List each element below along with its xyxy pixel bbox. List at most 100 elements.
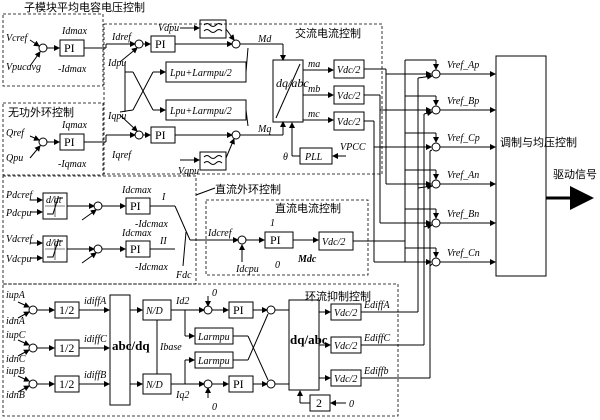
sig-zero-2: 0: [349, 399, 354, 410]
sig-qref: Qref: [6, 128, 25, 139]
pi-label-idc: PI: [270, 233, 281, 247]
sum-node-iq2: [203, 379, 213, 389]
sig-vdcpu: Vdcpu: [6, 254, 32, 265]
sig-pdcref: Pdcref: [5, 190, 34, 201]
sig-mb: mb: [308, 84, 320, 95]
sig-neg-iqmax: -Iqmax: [58, 159, 87, 170]
sig-one: 1: [270, 218, 275, 229]
pi-label-iq: PI: [155, 128, 166, 142]
sig-vref-ap: Vref_Ap: [447, 60, 479, 71]
ddt-label-v: d/dt: [46, 238, 62, 249]
larm-label-1: Larmpu: [197, 332, 230, 343]
vdc-half-label-a: Vdc/2: [337, 65, 360, 76]
sig-idiffa: idiffA: [84, 296, 107, 307]
pi-label-iq2: PI: [233, 377, 244, 391]
frame-ac-current: [103, 23, 383, 175]
sig-idnb: idnB: [6, 390, 25, 401]
vdc-half-label-b: Vdc/2: [337, 91, 360, 102]
sig-idcref: Idcref: [207, 228, 233, 239]
sig-fdc: Fdc: [175, 270, 192, 281]
half-label-a: 1/2: [59, 303, 74, 317]
sig-iq2: Iq2: [175, 390, 189, 401]
sig-mc: mc: [308, 109, 320, 120]
sig-pdcpu: Pdcpu: [5, 208, 32, 219]
sum-node-q: [38, 137, 48, 147]
sum-node-p: [93, 201, 103, 211]
sig-vpcc: VPCC: [340, 142, 366, 153]
frame-circ: [2, 283, 399, 417]
sig-ma: ma: [308, 59, 320, 70]
sig-iupc: iupC: [6, 330, 26, 341]
sig-vref-bn: Vref_Bn: [447, 209, 479, 220]
sig-neg-idcmax-2: -Idcmax: [135, 262, 168, 273]
title-dc-outer: 直流外环控制: [215, 182, 281, 196]
sig-vcavg: Vpucavg: [6, 62, 41, 73]
two-label: 2: [316, 396, 322, 410]
ddt-label-p: d/dt: [46, 195, 62, 206]
sum-node-ed: [266, 305, 276, 315]
sig-md: Md: [257, 34, 272, 45]
sig-idref: Idref: [111, 32, 132, 43]
sig-vref-an: Vref_An: [447, 170, 479, 181]
larm-label-2: Larmpu: [197, 356, 230, 367]
drive-label: 驱动信号: [553, 168, 597, 181]
pi-label-q: PI: [64, 135, 75, 149]
sig-idmax: Idmax: [61, 26, 88, 37]
sig-iqmax: Iqmax: [61, 120, 88, 131]
abc-dq-block: [109, 294, 131, 406]
dq-abc-label: dq/abc: [276, 76, 309, 90]
sig-mq: Mq: [257, 124, 271, 135]
l-sum-label-q: Lpu+Larmpu/2: [169, 106, 232, 117]
sig-ibase: Ibase: [159, 342, 182, 353]
vdc-half-label-eb: Vdc/2: [334, 374, 357, 385]
sig-idiffb: idiffB: [84, 370, 106, 381]
filter-block-q: [199, 151, 227, 171]
sig-ediffc: EdiffC: [363, 333, 390, 344]
sig-ediffb: Ediffb: [363, 366, 388, 377]
sig-mdc: Mdc: [297, 254, 317, 265]
sum-node-vc: [38, 43, 48, 53]
sig-vdcref: Vdcref: [6, 234, 34, 245]
sum-node-vdc: [93, 244, 103, 254]
sum-node-c: [28, 343, 38, 353]
nd-label-top: N/D: [145, 306, 163, 317]
sig-id2: Id2: [175, 296, 189, 307]
sig-idcpu: Idcpu: [235, 264, 259, 275]
modulation-block: [495, 55, 547, 277]
sig-vqpu: Vqpu: [178, 166, 199, 177]
sig-iqref: Iqref: [111, 150, 132, 161]
sig-iqpu: Iqpu: [107, 111, 126, 122]
sig-idcmax-2: Idcmax: [121, 228, 152, 239]
sig-idcmax-1: Idcmax: [121, 185, 152, 196]
title-dc-current: 直流电流控制: [275, 201, 341, 215]
sum-node-id: [134, 39, 144, 49]
switch-arm: [174, 205, 191, 241]
abc-dq-label: abc/dq: [112, 338, 150, 353]
pll-label: PLL: [304, 152, 323, 163]
frame-submodule: [2, 13, 104, 87]
pi-label-vdc: PI: [130, 242, 141, 256]
sig-vdpu: Vdpu: [158, 23, 179, 34]
dq-abc-label-circ: dq/abc: [290, 332, 328, 347]
nd-label-bottom: N/D: [145, 380, 163, 391]
sig-neg-idmax: -Idmax: [58, 64, 87, 75]
sig-idpu: Idpu: [107, 58, 126, 69]
sig-idnc: idnC: [6, 354, 26, 365]
sig-vref-bp: Vref_Bp: [447, 96, 479, 107]
sig-vcref: Vcref: [6, 33, 29, 44]
sig-iupb: iupB: [6, 366, 25, 377]
sum-node-iq: [134, 130, 144, 140]
vdc-half-label-ea: Vdc/2: [334, 308, 357, 319]
sig-switch-I: I: [161, 192, 166, 203]
sum-node-id2: [203, 305, 213, 315]
section-frames: [2, 13, 399, 417]
pi-label-id: PI: [155, 37, 166, 51]
title-submodule: 子模块平均电容电压控制: [24, 0, 145, 14]
dq-abc-block: [272, 59, 304, 123]
sig-idna: idnA: [6, 316, 26, 327]
pi-label-id2: PI: [233, 303, 244, 317]
sum-node-eq: [266, 379, 276, 389]
l-sum-label-d: Lpu+Larmpu/2: [169, 68, 232, 79]
sig-vref-cp: Vref_Cp: [447, 133, 480, 144]
